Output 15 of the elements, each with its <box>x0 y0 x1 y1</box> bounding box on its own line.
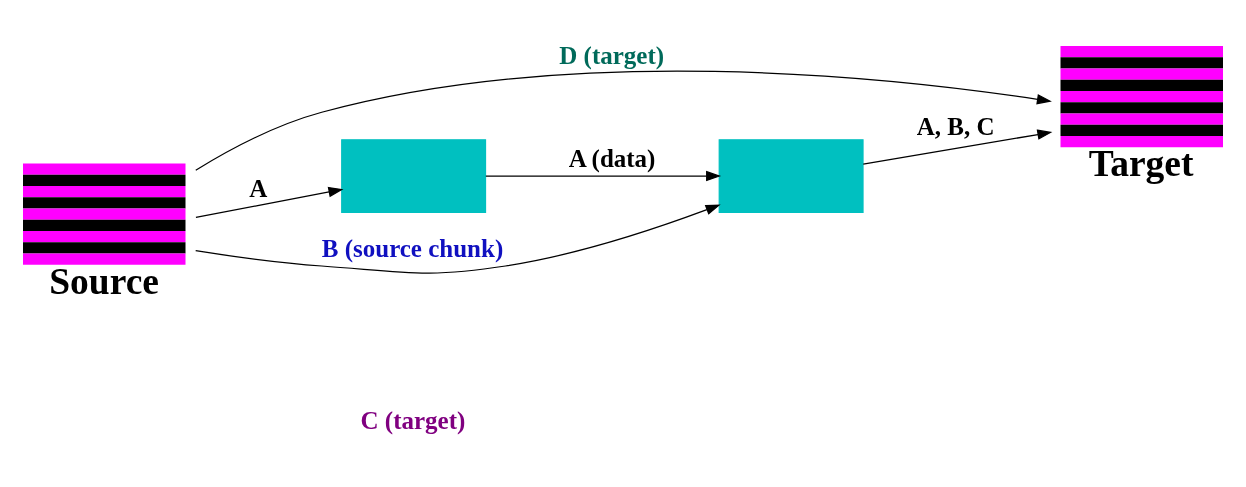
node-box <box>718 139 864 213</box>
arrow <box>195 186 344 219</box>
edge-label: B (source chunk) <box>321 235 504 263</box>
edge-label: A (data) <box>568 145 656 173</box>
edge-label: D (target) <box>559 41 665 69</box>
arrow <box>862 129 1053 165</box>
edge-label: A, B, C <box>916 112 995 140</box>
arrow <box>195 204 721 274</box>
arrow <box>485 170 722 182</box>
arrow <box>195 70 1052 171</box>
label: C (target) <box>360 406 466 434</box>
node-box <box>341 139 487 213</box>
node-label: Target <box>1088 143 1194 184</box>
node-label: Source <box>49 260 159 302</box>
edge-label: A <box>249 175 268 203</box>
